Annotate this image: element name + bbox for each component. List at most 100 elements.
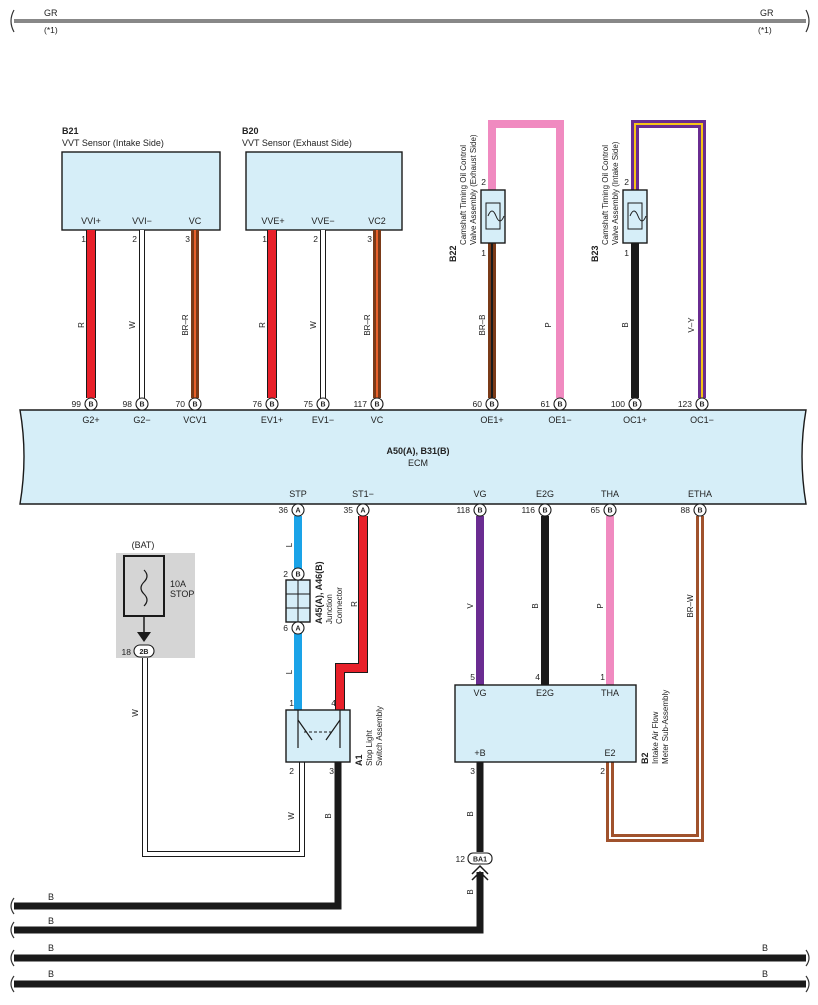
svg-text:70: 70 [176, 399, 186, 409]
svg-text:VG: VG [473, 688, 486, 698]
svg-text:2: 2 [600, 766, 605, 776]
svg-text:BR–W: BR–W [686, 594, 695, 618]
b20-pin-3: 3 [367, 234, 372, 244]
b20-sensor: B20 VVT Sensor (Exhaust Side) VVE+ VVE− … [242, 126, 403, 244]
svg-text:B: B [466, 889, 475, 894]
svg-text:6: 6 [283, 623, 288, 633]
svg-text:3: 3 [470, 766, 475, 776]
wire-label-ev1p: R [258, 322, 267, 328]
svg-text:Stop Light: Stop Light [365, 729, 374, 766]
wire-label-oc1p: B [621, 322, 630, 327]
b20-terminal-vve-minus: VVE− [311, 216, 334, 226]
gr-bus: GR (*1) GR (*1) [10, 8, 810, 35]
svg-text:36: 36 [279, 505, 289, 515]
svg-text:B: B [557, 402, 562, 409]
b21-code: B21 [62, 126, 79, 136]
stop-fuse: (BAT) 10A STOP 2B 18 [116, 540, 195, 658]
svg-text:E2G: E2G [536, 489, 554, 499]
svg-text:EV1−: EV1− [312, 415, 334, 425]
ground-label-2: B [48, 916, 54, 926]
svg-text:B: B [192, 402, 197, 409]
gr-label-right: GR [760, 8, 774, 18]
ground-label-3: B [48, 943, 54, 953]
svg-text:B: B [699, 402, 704, 409]
svg-text:L: L [285, 542, 294, 547]
b20-pin-1: 1 [262, 234, 267, 244]
svg-text:OC1−: OC1− [690, 415, 714, 425]
svg-text:B: B [269, 402, 274, 409]
ecm-bottom-names: STP ST1− VG E2G THA ETHA [289, 489, 712, 499]
fuse-rating: 10A [170, 579, 186, 589]
svg-text:P: P [596, 603, 605, 608]
b21-name: VVT Sensor (Intake Side) [62, 138, 164, 148]
b23-name-line2: Valve Assembly (Intake Side) [611, 141, 620, 245]
junction-connector: B 2 A 6 A45(A), A46(B) Junction Connecto… [283, 561, 344, 635]
svg-text:B: B [374, 402, 379, 409]
svg-text:L: L [285, 669, 294, 674]
svg-text:OE1+: OE1+ [480, 415, 503, 425]
ecm-block: A50(A), B31(B) ECM [19, 409, 807, 505]
fuse-name: STOP [170, 589, 194, 599]
ground-label-1: B [48, 892, 54, 902]
svg-text:BA1: BA1 [473, 857, 487, 864]
b22-pin-1: 1 [481, 248, 486, 258]
gr-note-left: (*1) [44, 25, 58, 35]
svg-text:61: 61 [541, 399, 551, 409]
b23-pin-1: 1 [624, 248, 629, 258]
svg-text:B: B [295, 572, 300, 579]
b23-name-line1: Camshaft Timing Oil Control [601, 145, 610, 245]
ecm-pin-st1m: A35 [344, 503, 370, 517]
fuse-connector: 2B [140, 649, 149, 656]
svg-text:B2: B2 [640, 752, 650, 764]
svg-text:A: A [360, 508, 365, 515]
svg-text:B: B [632, 402, 637, 409]
svg-text:Meter Sub-Assembly: Meter Sub-Assembly [661, 690, 670, 764]
svg-text:12: 12 [456, 854, 466, 864]
b22-pin-2: 2 [481, 177, 486, 187]
svg-text:THA: THA [601, 688, 619, 698]
svg-text:Connector: Connector [335, 587, 344, 624]
gr-label-left: GR [44, 8, 58, 18]
b20-pin-2: 2 [313, 234, 318, 244]
bottom-wires [14, 516, 704, 934]
svg-text:W: W [131, 709, 140, 717]
svg-text:B: B [324, 813, 333, 818]
b21-pin-3: 3 [185, 234, 190, 244]
svg-text:2: 2 [289, 766, 294, 776]
svg-text:65: 65 [591, 505, 601, 515]
top-wire-labels: R W BR–R R W BR–R BR–B P B V–Y [77, 314, 696, 336]
wire-label-g2m: W [128, 321, 137, 329]
svg-text:B: B [697, 508, 702, 515]
b21-sensor: B21 VVT Sensor (Intake Side) VVI+ VVI− V… [61, 126, 221, 244]
svg-text:OE1−: OE1− [548, 415, 571, 425]
ground-lines: B B B B B B [10, 892, 810, 993]
svg-text:B: B [466, 811, 475, 816]
ecm-name: ECM [408, 458, 428, 468]
svg-text:Switch Assembly: Switch Assembly [375, 706, 384, 766]
ground-label-4: B [48, 969, 54, 979]
svg-text:99: 99 [72, 399, 82, 409]
ecm-code: A50(A), B31(B) [386, 446, 449, 456]
b21-terminal-vc: VC [189, 216, 202, 226]
b21-terminal-vvi-minus: VVI− [132, 216, 152, 226]
svg-text:OC1+: OC1+ [623, 415, 647, 425]
b20-code: B20 [242, 126, 259, 136]
b23-pin-2: 2 [624, 177, 629, 187]
svg-text:THA: THA [601, 489, 619, 499]
svg-text:117: 117 [353, 399, 367, 409]
svg-text:B: B [607, 508, 612, 515]
bottom-wire-labels: L L R V B P BR–W W W B B B [131, 542, 695, 894]
wire-label-oc1m: V–Y [687, 317, 696, 333]
svg-text:A45(A), A46(B): A45(A), A46(B) [314, 561, 324, 624]
